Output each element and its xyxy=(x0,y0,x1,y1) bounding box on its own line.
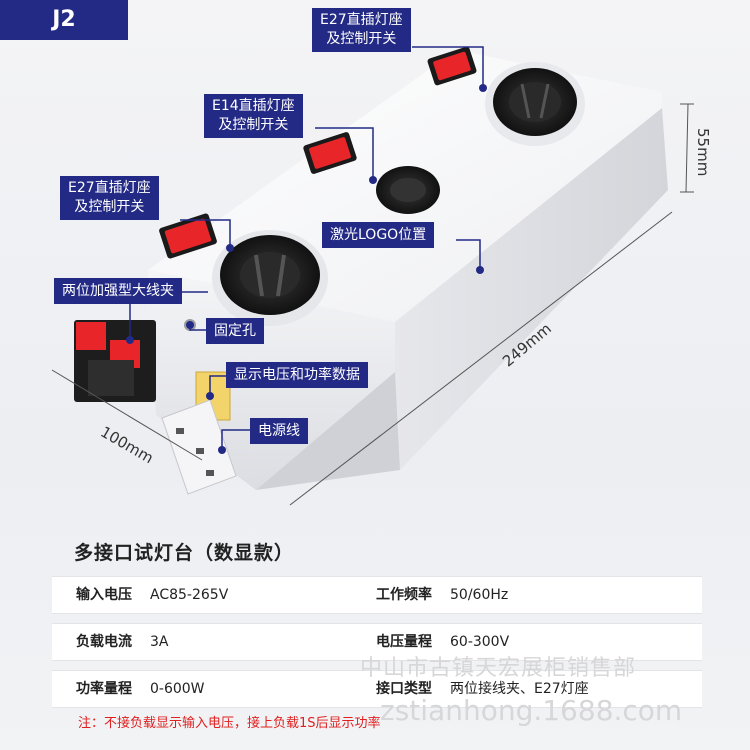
dim-height: 55mm xyxy=(694,128,712,177)
spec-key: 工作频率 xyxy=(376,587,432,603)
callout-terminal: 两位加强型大线夹 xyxy=(54,278,182,304)
watermark-shop: 中山市古镇天宏展柜销售部 xyxy=(360,656,637,681)
box-right xyxy=(395,108,668,470)
spec-value: 0-600W xyxy=(150,681,205,697)
dim-line-width xyxy=(51,369,203,461)
callout-e14: E14直插灯座 及控制开关 xyxy=(204,94,303,138)
spec-value: AC85-265V xyxy=(150,587,229,603)
dim-line-length xyxy=(289,211,673,506)
callout-mount-hole: 固定孔 xyxy=(206,318,264,344)
spec-table: 输入电压 AC85-265V 工作频率 50/60Hz 负载电流 3A 电压量程… xyxy=(52,576,702,717)
terminal-clamp xyxy=(74,320,156,402)
callout-power-cord: 电源线 xyxy=(250,418,308,444)
spec-row: 输入电压 AC85-265V 工作频率 50/60Hz xyxy=(52,576,702,614)
power-plug xyxy=(161,399,237,495)
model-badge: J2 xyxy=(0,0,128,40)
spec-row: 负载电流 3A 电压量程 60-300V xyxy=(52,623,702,661)
switch-middle xyxy=(303,132,357,174)
watermark-site: zstianhong.1688.com xyxy=(380,694,683,727)
switch-left xyxy=(159,213,217,259)
spec-value: 50/60Hz xyxy=(450,587,509,603)
spec-value: 60-300V xyxy=(450,634,510,650)
callout-logo-area: 激光LOGO位置 xyxy=(322,222,435,248)
spec-key: 负载电流 xyxy=(76,634,132,650)
switch-right xyxy=(427,46,477,86)
spec-key: 输入电压 xyxy=(76,587,132,603)
product-title: 多接口试灯台（数显款） xyxy=(74,542,295,564)
spec-row: 功率量程 0-600W 接口类型 两位接线夹、E27灯座 xyxy=(52,670,702,708)
callout-e27-left: E27直插灯座 及控制开关 xyxy=(60,176,159,220)
product-illustration xyxy=(51,46,694,506)
callout-e27-top: E27直插灯座 及控制开关 xyxy=(312,8,411,52)
spec-value: 3A xyxy=(150,634,169,650)
note-text: 注：不接负载显示输入电压，接上负载1S后显示功率 xyxy=(78,716,381,731)
spec-key: 功率量程 xyxy=(76,681,132,697)
spec-value: 两位接线夹、E27灯座 xyxy=(450,681,589,697)
spec-key: 电压量程 xyxy=(376,634,432,650)
spec-key: 接口类型 xyxy=(376,681,432,697)
callout-display: 显示电压和功率数据 xyxy=(226,362,368,388)
dim-line-height xyxy=(685,103,689,193)
